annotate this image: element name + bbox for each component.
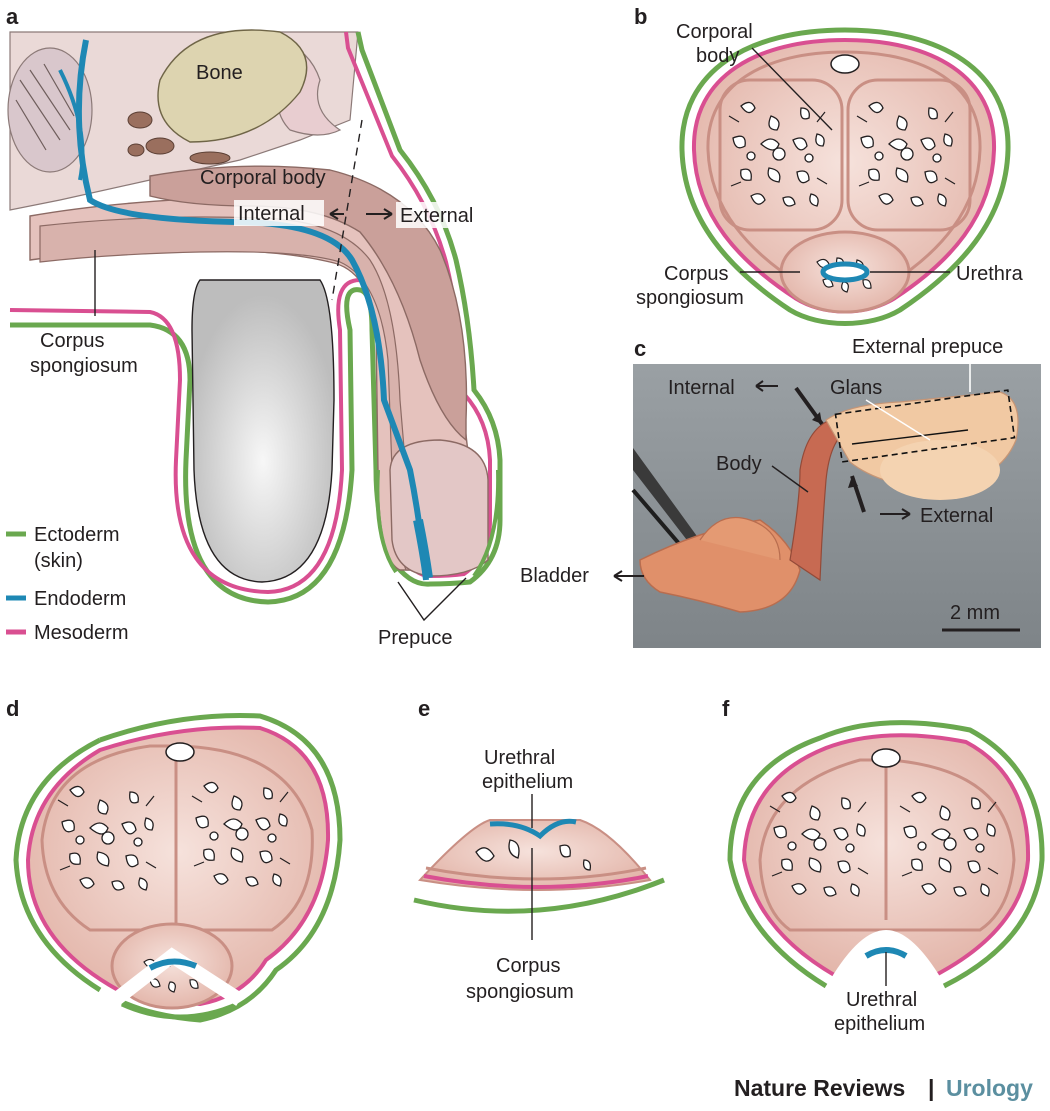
label-body: Body — [716, 453, 762, 475]
panel-e-letter: e — [418, 696, 430, 721]
glans-shape — [389, 439, 489, 577]
urethral-epithelium-e — [489, 818, 577, 840]
label-prepuce: Prepuce — [378, 627, 453, 649]
label-corpus-a-1: Corpus — [40, 330, 104, 352]
panel-e: e Urethral epithelium Corpus spongiosum — [413, 696, 665, 1003]
label-internal-a: Internal — [238, 203, 305, 225]
urethra-endoderm-a — [75, 39, 429, 581]
ectoderm-outline-b — [679, 27, 1011, 326]
legend-ectoderm-sub: (skin) — [34, 550, 83, 572]
label-corpus-e-1: Corpus — [496, 955, 560, 977]
urethral-epithelium-f — [864, 947, 908, 959]
label-glans: Glans — [830, 377, 882, 399]
journal-credit: Nature Reviews | Urology — [734, 1075, 1033, 1101]
label-urethra: Urethra — [956, 263, 1024, 285]
label-bone: Bone — [196, 62, 243, 84]
panel-c-letter: c — [634, 336, 646, 361]
testis-shape — [191, 279, 335, 583]
panel-a: a Bone Corporal body — [6, 4, 503, 649]
label-corpus-b-2: spongiosum — [636, 287, 744, 309]
label-corpus-b-1: Corpus — [664, 263, 728, 285]
panel-a-letter: a — [6, 4, 19, 29]
label-corporal-b-2: body — [696, 45, 739, 67]
panel-c: c External prepuce Internal Glans Body E… — [520, 336, 1041, 648]
panel-f-letter: f — [722, 696, 730, 721]
panel-d: d — [6, 696, 343, 1023]
credit-section: Urology — [946, 1075, 1033, 1101]
panel-b-letter: b — [634, 4, 647, 29]
credit-separator: | — [928, 1075, 934, 1101]
label-bladder: Bladder — [520, 565, 589, 587]
label-corpus-a-2: spongiosum — [30, 355, 138, 377]
ligament-nodules — [127, 111, 231, 165]
urethra-b — [820, 261, 870, 283]
label-urethral-e-2: epithelium — [482, 771, 573, 793]
mesoderm-outline-d — [25, 725, 331, 1007]
label-corporal-body: Corporal body — [200, 167, 326, 189]
bladder-shape — [7, 47, 93, 173]
label-corpus-e-2: spongiosum — [466, 981, 574, 1003]
label-scale: 2 mm — [950, 602, 1000, 624]
label-external-a: External — [400, 205, 473, 227]
panel-f: f Urethral epithelium — [722, 696, 1045, 1035]
label-internal-c: Internal — [668, 377, 735, 399]
ectoderm-outline-e — [413, 877, 665, 914]
legend-ectoderm: Ectoderm — [34, 524, 120, 546]
label-urethral-f-1: Urethral — [846, 989, 917, 1011]
ectoderm-outline-d — [13, 713, 343, 1023]
credit-journal: Nature Reviews — [734, 1075, 905, 1101]
spongiosum-wedge — [418, 819, 652, 891]
legend-endoderm: Endoderm — [34, 588, 126, 610]
bone-shape — [157, 29, 308, 143]
legend: Ectoderm (skin) Endoderm Mesoderm — [6, 524, 128, 644]
label-urethral-f-2: epithelium — [834, 1013, 925, 1035]
panel-d-letter: d — [6, 696, 19, 721]
legend-mesoderm: Mesoderm — [34, 622, 128, 644]
label-external-prepuce: External prepuce — [852, 336, 1003, 358]
ectoderm-outline-f — [727, 720, 1045, 989]
panel-b: b Corporal body Corpus spongiosum Urethr… — [634, 4, 1024, 326]
label-corporal-b-1: Corporal — [676, 21, 753, 43]
label-external-c: External — [920, 505, 993, 527]
label-urethral-e-1: Urethral — [484, 747, 555, 769]
